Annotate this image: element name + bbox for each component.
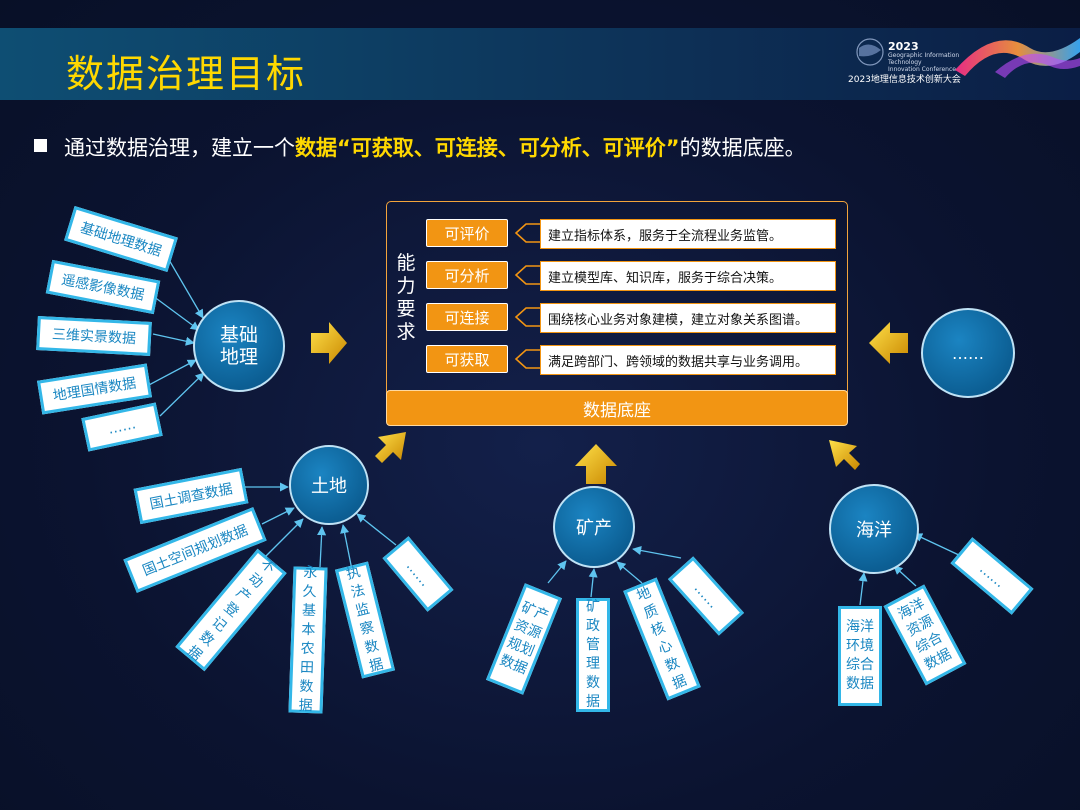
pill-connectable: 可连接 <box>426 303 508 331</box>
logo-line-3: Innovation Conference <box>888 66 956 73</box>
circle-other: …… <box>921 308 1015 398</box>
circle-ocean: 海洋 <box>829 484 919 574</box>
data-foundation-bar: 数据底座 <box>386 390 848 426</box>
logo-line-2: Technology <box>888 59 922 66</box>
desc-obtainable: 满足跨部门、跨领域的数据共享与业务调用。 <box>540 345 836 375</box>
arrow-upright-icon <box>375 432 406 463</box>
arrow-left-icon <box>869 322 908 364</box>
arrow-upleft-icon <box>829 440 860 470</box>
chevron-left-icon <box>514 349 540 369</box>
intro-prefix: 通过数据治理，建立一个 <box>64 136 295 160</box>
tag-3d-scene-data: 三维实景数据 <box>36 316 152 356</box>
pill-analyzable: 可分析 <box>426 261 508 289</box>
bullet-square-icon <box>34 139 47 152</box>
tag-ocean-environment-data: 海洋环境综合数据 <box>838 606 882 706</box>
logo-year: 2023 <box>888 40 919 53</box>
desc-connectable: 围绕核心业务对象建模，建立对象关系图谱。 <box>540 303 836 333</box>
conference-logo-icon <box>856 38 1080 78</box>
tag-mineral-admin-data: 矿政管理数据 <box>576 598 610 712</box>
capability-label: 能力要求 <box>396 252 416 343</box>
page-title: 数据治理目标 <box>66 52 307 96</box>
arrow-up-icon <box>575 444 617 484</box>
desc-evaluable: 建立指标体系，服务于全流程业务监管。 <box>540 219 836 249</box>
pill-evaluable: 可评价 <box>426 219 508 247</box>
desc-analyzable: 建立模型库、知识库，服务于综合决策。 <box>540 261 836 291</box>
chevron-left-icon <box>514 307 540 327</box>
logo-line-1: Geographic Information <box>888 52 960 59</box>
chevron-left-icon <box>514 265 540 285</box>
intro-text: 通过数据治理，建立一个数据“可获取、可连接、可分析、可评价”的数据底座。 <box>64 132 806 162</box>
circle-minerals: 矿产 <box>553 486 635 568</box>
title-bar <box>0 28 1080 100</box>
pill-obtainable: 可获取 <box>426 345 508 373</box>
intro-suffix: 的数据底座。 <box>679 136 806 160</box>
tag-farmland-data: 永久基本农田数据 <box>288 565 328 714</box>
logo-cn-name: 2023地理信息技术创新大会 <box>848 75 961 85</box>
arrow-right-icon <box>311 322 347 364</box>
circle-land: 土地 <box>289 445 369 525</box>
chevron-left-icon <box>514 223 540 243</box>
circle-basic-geography: 基础地理 <box>193 300 285 392</box>
intro-highlight: 数据“可获取、可连接、可分析、可评价” <box>295 136 680 160</box>
